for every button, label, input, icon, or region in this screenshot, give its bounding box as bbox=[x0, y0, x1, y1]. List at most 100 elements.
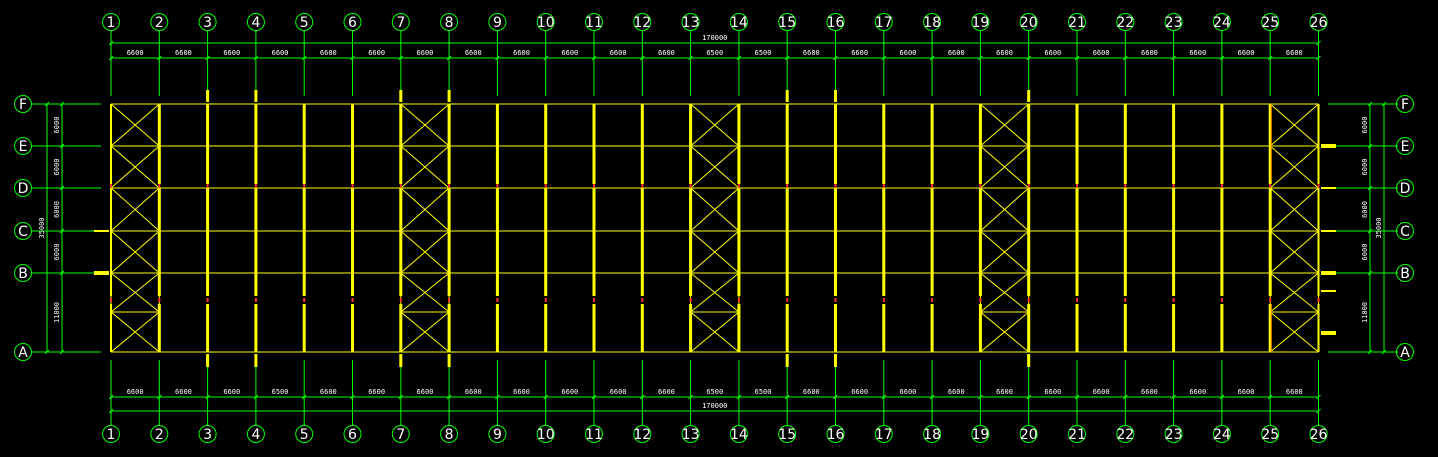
axis-bubble-label: A bbox=[1400, 345, 1410, 361]
bottom-bay-spacing-label: 6600 bbox=[417, 388, 434, 396]
bottom-bay-spacing-label: 6600 bbox=[803, 388, 820, 396]
axis-bubble-label: 7 bbox=[396, 427, 405, 443]
axis-bubble-label: 24 bbox=[1213, 15, 1231, 31]
axis-bubble-label: 9 bbox=[493, 427, 502, 443]
bottom-dim-tick bbox=[205, 394, 210, 400]
axis-bubble-label: 26 bbox=[1310, 427, 1328, 443]
axis-bubble-left-E: E bbox=[14, 137, 32, 155]
axis-bubble-top-20: 20 bbox=[1019, 13, 1038, 31]
left-dim-tick bbox=[59, 185, 65, 191]
axis-bubble-top-26: 26 bbox=[1309, 13, 1328, 31]
axis-bubble-top-23: 23 bbox=[1164, 13, 1183, 31]
axis-bubble-circle bbox=[1212, 425, 1231, 443]
axis-bubble-circle bbox=[778, 425, 797, 443]
bottom-bay-spacing-label: 6600 bbox=[465, 388, 482, 396]
axis-bubble-circle bbox=[14, 264, 32, 282]
left-total-tick bbox=[44, 349, 50, 355]
top-dim-tick bbox=[156, 55, 162, 61]
axis-bubble-bottom-11: 11 bbox=[585, 425, 603, 443]
axis-bubble-label: 22 bbox=[1116, 15, 1134, 31]
axis-bubble-bottom-13: 13 bbox=[681, 425, 700, 443]
top-dim-tick bbox=[543, 55, 549, 61]
bottom-bay-spacing-label: 6600 bbox=[1044, 388, 1061, 396]
axis-bubble-circle bbox=[343, 425, 362, 443]
top-bay-spacing-label: 6600 bbox=[320, 49, 337, 57]
columns bbox=[94, 90, 1336, 367]
splice-mark bbox=[206, 298, 209, 302]
axis-bubble-circle bbox=[1068, 13, 1086, 31]
axis-bubble-bottom-15: 15 bbox=[778, 425, 797, 443]
brace-diagonal bbox=[690, 272, 740, 313]
axis-bubble-label: 10 bbox=[537, 15, 555, 31]
bottom-dim-tick bbox=[398, 394, 404, 400]
splice-mark bbox=[158, 184, 161, 188]
top-dim-tick bbox=[1316, 55, 1321, 61]
axis-bubble-circle bbox=[923, 13, 942, 31]
axis-bubble-label: 2 bbox=[155, 427, 164, 443]
splice-mark bbox=[448, 184, 451, 188]
axis-bubble-circle bbox=[391, 425, 410, 443]
axis-bubble-circle bbox=[391, 13, 410, 31]
axis-bubble-label: 1 bbox=[107, 427, 116, 443]
axis-bubble-circle bbox=[1396, 222, 1414, 240]
bottom-dim-tick bbox=[1316, 394, 1321, 400]
axis-bubble-bottom-24: 24 bbox=[1212, 425, 1231, 443]
axis-bubble-label: 4 bbox=[251, 15, 260, 31]
bottom-dim-tick bbox=[688, 394, 693, 400]
bottom-dim-tick bbox=[1074, 394, 1080, 400]
top-dim-tick bbox=[688, 55, 693, 61]
top-bay-spacing-label: 6600 bbox=[175, 49, 192, 57]
bottom-bay-spacing-label: 6600 bbox=[320, 388, 337, 396]
axis-bubble-circle bbox=[536, 425, 555, 443]
axis-bubble-label: 20 bbox=[1020, 427, 1038, 443]
bottom-bay-spacing-label: 6500 bbox=[272, 388, 289, 396]
axis-bubble-right-A: A bbox=[1396, 343, 1414, 361]
brace-diagonal bbox=[110, 272, 160, 313]
axis-bubble-circle bbox=[1116, 425, 1135, 443]
axis-bubble-label: 14 bbox=[730, 15, 748, 31]
top-total-length-label: 170000 bbox=[702, 34, 727, 42]
bottom-bay-spacing-label: 6600 bbox=[1141, 388, 1158, 396]
left-dim-tick bbox=[59, 270, 65, 276]
brace-diagonal bbox=[980, 187, 1030, 232]
bottom-dim-tick bbox=[301, 394, 307, 400]
axis-bubble-label: 10 bbox=[537, 427, 555, 443]
brace-diagonal bbox=[1269, 230, 1319, 274]
splice-mark bbox=[1317, 298, 1320, 302]
top-bay-spacing-label: 6600 bbox=[658, 49, 675, 57]
top-total-tick bbox=[108, 40, 114, 46]
axis-bubble-label: 19 bbox=[971, 15, 989, 31]
axis-bubble-label: 11 bbox=[585, 427, 603, 443]
bottom-total-tick bbox=[1316, 408, 1321, 414]
splice-mark bbox=[593, 184, 595, 188]
right-total-tick bbox=[1381, 101, 1387, 107]
brace-diagonal bbox=[690, 311, 740, 353]
splice-mark bbox=[206, 184, 209, 188]
axis-bubble-bottom-8: 8 bbox=[440, 425, 459, 443]
axis-bubble-label: C bbox=[18, 224, 28, 240]
bottom-dim-tick bbox=[1026, 394, 1032, 400]
splice-mark bbox=[1269, 184, 1272, 188]
axis-bubble-left-F: F bbox=[14, 95, 32, 113]
axis-bubble-label: 3 bbox=[203, 427, 212, 443]
brace-diagonal bbox=[980, 311, 1030, 353]
right-total-width-label: 35000 bbox=[1375, 217, 1383, 238]
axis-bubble-circle bbox=[150, 425, 169, 443]
axis-bubble-bottom-26: 26 bbox=[1309, 425, 1328, 443]
brace-diagonal bbox=[110, 103, 160, 147]
bottom-dim-tick bbox=[639, 394, 645, 400]
axis-bubble-bottom-3: 3 bbox=[198, 425, 217, 443]
left-dim-tick bbox=[59, 101, 65, 107]
bottom-total-length-label: 170000 bbox=[702, 402, 727, 410]
right-dim-tick bbox=[1367, 349, 1373, 355]
bottom-dim-tick bbox=[1219, 394, 1225, 400]
splice-mark bbox=[158, 298, 161, 302]
axis-bubble-label: D bbox=[18, 181, 29, 197]
axis-bubble-top-9: 9 bbox=[488, 13, 507, 31]
axis-bubble-circle bbox=[14, 95, 32, 113]
axis-bubble-bottom-19: 19 bbox=[971, 425, 990, 443]
bottom-bay-spacing-label: 6600 bbox=[851, 388, 868, 396]
axis-bubble-bottom-9: 9 bbox=[488, 425, 507, 443]
axis-bubble-bottom-23: 23 bbox=[1164, 425, 1183, 443]
top-bay-spacing-label: 6600 bbox=[851, 49, 868, 57]
